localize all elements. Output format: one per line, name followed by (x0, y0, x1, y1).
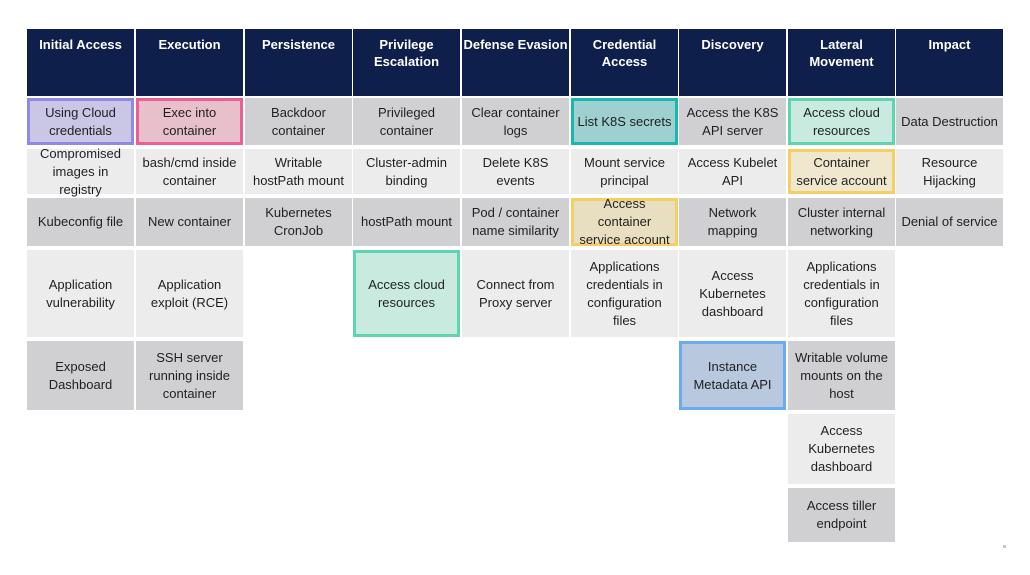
technique-cell: Delete K8S events (462, 149, 569, 194)
highlighted-technique-cell: Instance Metadata API (679, 341, 786, 410)
technique-cell: Applications credentials in configuratio… (571, 250, 678, 337)
header-privilege-escalation: Privilege Escalation (353, 29, 460, 96)
technique-cell: Access the K8S API server (679, 98, 786, 145)
header-lateral-movement: Lateral Movement (788, 29, 895, 96)
highlighted-technique-cell: Exec into container (136, 98, 243, 145)
highlighted-technique-cell: Container service account (788, 149, 895, 194)
header-discovery: Discovery (679, 29, 786, 96)
header-defense-evasion: Defense Evasion (462, 29, 569, 96)
highlighted-technique-cell: List K8S secrets (571, 98, 678, 145)
technique-cell: Resource Hijacking (896, 149, 1003, 194)
highlighted-technique-cell: Access container service account (571, 196, 678, 247)
technique-cell: Pod / container name similarity (462, 198, 569, 246)
technique-cell: New container (136, 198, 243, 246)
technique-cell: Compromised images in registry (27, 146, 134, 197)
technique-cell: Backdoor container (245, 98, 352, 145)
technique-cell: Access Kubernetes dashboard (788, 414, 895, 484)
technique-cell: Cluster internal networking (788, 198, 895, 246)
highlighted-technique-cell: Using Cloud credentials (27, 98, 134, 145)
technique-cell: bash/cmd inside container (136, 149, 243, 194)
technique-cell: Cluster-admin binding (353, 149, 460, 194)
corner-mark (1003, 545, 1006, 548)
technique-cell: Clear container logs (462, 98, 569, 145)
technique-cell: Connect from Proxy server (462, 250, 569, 337)
technique-cell: Privileged container (353, 98, 460, 145)
highlighted-technique-cell: Access cloud resources (788, 98, 895, 145)
technique-cell: Writable volume mounts on the host (788, 341, 895, 410)
technique-cell: Exposed Dashboard (27, 341, 134, 410)
technique-cell: Writable hostPath mount (245, 149, 352, 194)
technique-cell: Denial of service (896, 198, 1003, 246)
header-persistence: Persistence (245, 29, 352, 96)
technique-cell: Data Destruction (896, 98, 1003, 145)
technique-cell: Applications credentials in configuratio… (788, 250, 895, 337)
header-execution: Execution (136, 29, 243, 96)
technique-cell: Kubeconfig file (27, 198, 134, 246)
technique-cell: SSH server running inside container (136, 341, 243, 410)
technique-cell: Mount service principal (571, 149, 678, 194)
technique-cell: Access Kubernetes dashboard (679, 250, 786, 337)
technique-cell: hostPath mount (353, 198, 460, 246)
header-impact: Impact (896, 29, 1003, 96)
technique-cell: Application exploit (RCE) (136, 250, 243, 337)
technique-cell: Access Kubelet API (679, 149, 786, 194)
technique-cell: Kubernetes CronJob (245, 198, 352, 246)
header-initial-access: Initial Access (27, 29, 134, 96)
technique-cell: Network mapping (679, 198, 786, 246)
technique-cell: Access tiller endpoint (788, 488, 895, 542)
technique-cell: Application vulnerability (27, 250, 134, 337)
highlighted-technique-cell: Access cloud resources (353, 250, 460, 337)
header-credential-access: Credential Access (571, 29, 678, 96)
